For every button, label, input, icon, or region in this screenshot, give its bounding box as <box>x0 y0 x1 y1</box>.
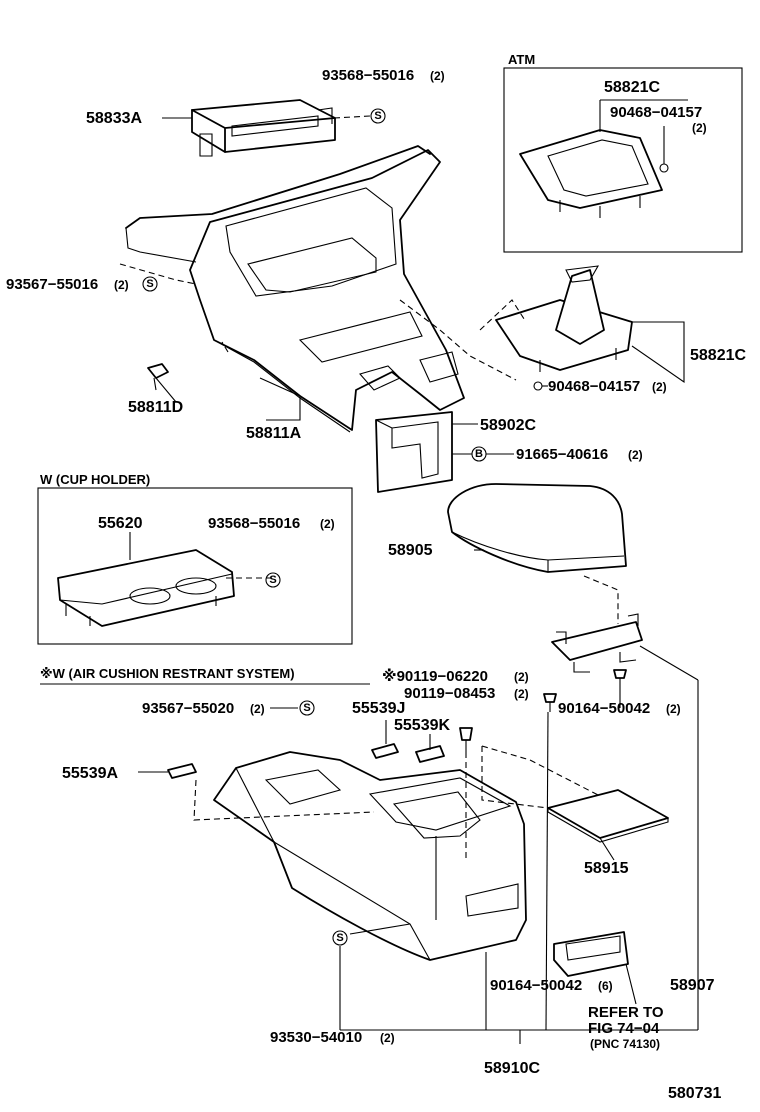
svg-text:S: S <box>146 278 153 290</box>
label-55620: 55620 <box>98 515 143 532</box>
label-91665-40616: 91665−40616 <box>516 446 608 463</box>
label-90164-50042-2: 90164−50042 <box>558 700 650 717</box>
svg-text:S: S <box>336 932 343 944</box>
part-labels: 93568−55016 (2) 58833A 58821C 90468−0415… <box>6 67 746 1102</box>
s-symbol: S <box>265 572 281 588</box>
s-symbol: S <box>299 700 315 716</box>
qty-90119-06220: (2) <box>514 670 529 684</box>
part-hinge-bracket-drawing <box>551 613 643 673</box>
label-58915: 58915 <box>584 860 629 877</box>
svg-text:B: B <box>475 448 483 460</box>
label-58905: 58905 <box>388 542 433 559</box>
cup-holder-frame <box>37 487 353 645</box>
label-58833A: 58833A <box>86 110 142 127</box>
label-93568-55016-top: 93568−55016 <box>322 67 414 84</box>
part-58833A-drawing <box>191 99 336 157</box>
part-58910C-drawing <box>213 751 527 961</box>
refer-to-line3: (PNC 74130) <box>590 1037 660 1051</box>
leader-lines <box>129 99 699 1044</box>
qty-93530-54010: (2) <box>380 1031 395 1045</box>
s-symbol: S <box>142 276 158 292</box>
qty-93567-55016: (2) <box>114 278 129 292</box>
part-58821C-drawing <box>495 265 633 391</box>
svg-text:S: S <box>269 574 276 586</box>
label-58907: 58907 <box>670 977 715 994</box>
refer-to-line2: FIG 74−04 <box>588 1020 660 1037</box>
qty-91665-40616: (2) <box>628 448 643 462</box>
part-screws-drawing <box>459 669 627 752</box>
part-58811D-drawing <box>147 363 169 391</box>
atm-section: ATM <box>503 52 743 253</box>
label-55539A: 55539A <box>62 765 118 782</box>
s-symbol: S <box>370 108 386 124</box>
symbols: S S B S S S <box>142 108 487 946</box>
label-58821C: 58821C <box>690 347 746 364</box>
part-58902C-drawing <box>375 411 453 493</box>
part-58905-drawing <box>447 483 627 573</box>
svg-text:S: S <box>374 110 381 122</box>
qty-93568-55016-top: (2) <box>430 69 445 83</box>
label-90119-06220: ※90119−06220 <box>382 667 488 685</box>
cup-holder-section: W (CUP HOLDER) <box>37 472 353 645</box>
figure-number: 580731 <box>668 1085 721 1102</box>
b-symbol: B <box>471 446 487 462</box>
label-58811D: 58811D <box>128 399 183 416</box>
label-93567-55020: 93567−55020 <box>142 700 234 717</box>
atm-section-title: ATM <box>508 52 535 67</box>
label-58821C-atm: 58821C <box>604 79 660 96</box>
label-90164-50042-6: 90164−50042 <box>490 977 582 994</box>
s-symbol: S <box>332 930 348 946</box>
label-93530-54010: 93530−54010 <box>270 1029 362 1046</box>
svg-text:S: S <box>303 702 310 714</box>
part-55620-drawing <box>57 549 235 627</box>
airbag-section-title: ※W (AIR CUSHION RESTRANT SYSTEM) <box>40 666 295 681</box>
part-switch-drawing <box>553 931 629 977</box>
qty-90119-08453: (2) <box>514 687 529 701</box>
label-93568-55016-cup: 93568−55016 <box>208 515 300 532</box>
qty-90164-50042-6: (6) <box>598 979 613 993</box>
qty-93568-55016-cup: (2) <box>320 517 335 531</box>
qty-90468-04157-atm: (2) <box>692 121 707 135</box>
qty-90164-50042-2: (2) <box>666 702 681 716</box>
airbag-section-heading: ※W (AIR CUSHION RESTRANT SYSTEM) <box>40 666 370 685</box>
part-58915-drawing <box>547 789 669 843</box>
assembly-dashed-lines <box>119 115 619 860</box>
label-58811A: 58811A <box>246 425 302 442</box>
refer-to-line1: REFER TO <box>588 1004 664 1021</box>
label-55539J: 55539J <box>352 700 405 717</box>
label-90468-04157-atm: 90468−04157 <box>610 104 702 121</box>
cup-holder-section-title: W (CUP HOLDER) <box>40 472 150 487</box>
part-atm-bezel-drawing <box>519 129 669 218</box>
part-58811A-drawing <box>125 145 465 433</box>
atm-frame <box>503 67 743 253</box>
qty-93567-55020: (2) <box>250 702 265 716</box>
label-93567-55016: 93567−55016 <box>6 276 98 293</box>
label-90468-04157: 90468−04157 <box>548 378 640 395</box>
qty-90468-04157: (2) <box>652 380 667 394</box>
part-clips-drawing <box>167 743 445 779</box>
label-58902C: 58902C <box>480 417 536 434</box>
label-90119-08453: 90119−08453 <box>404 685 495 702</box>
label-58910C: 58910C <box>484 1060 540 1077</box>
label-55539K: 55539K <box>394 717 450 734</box>
